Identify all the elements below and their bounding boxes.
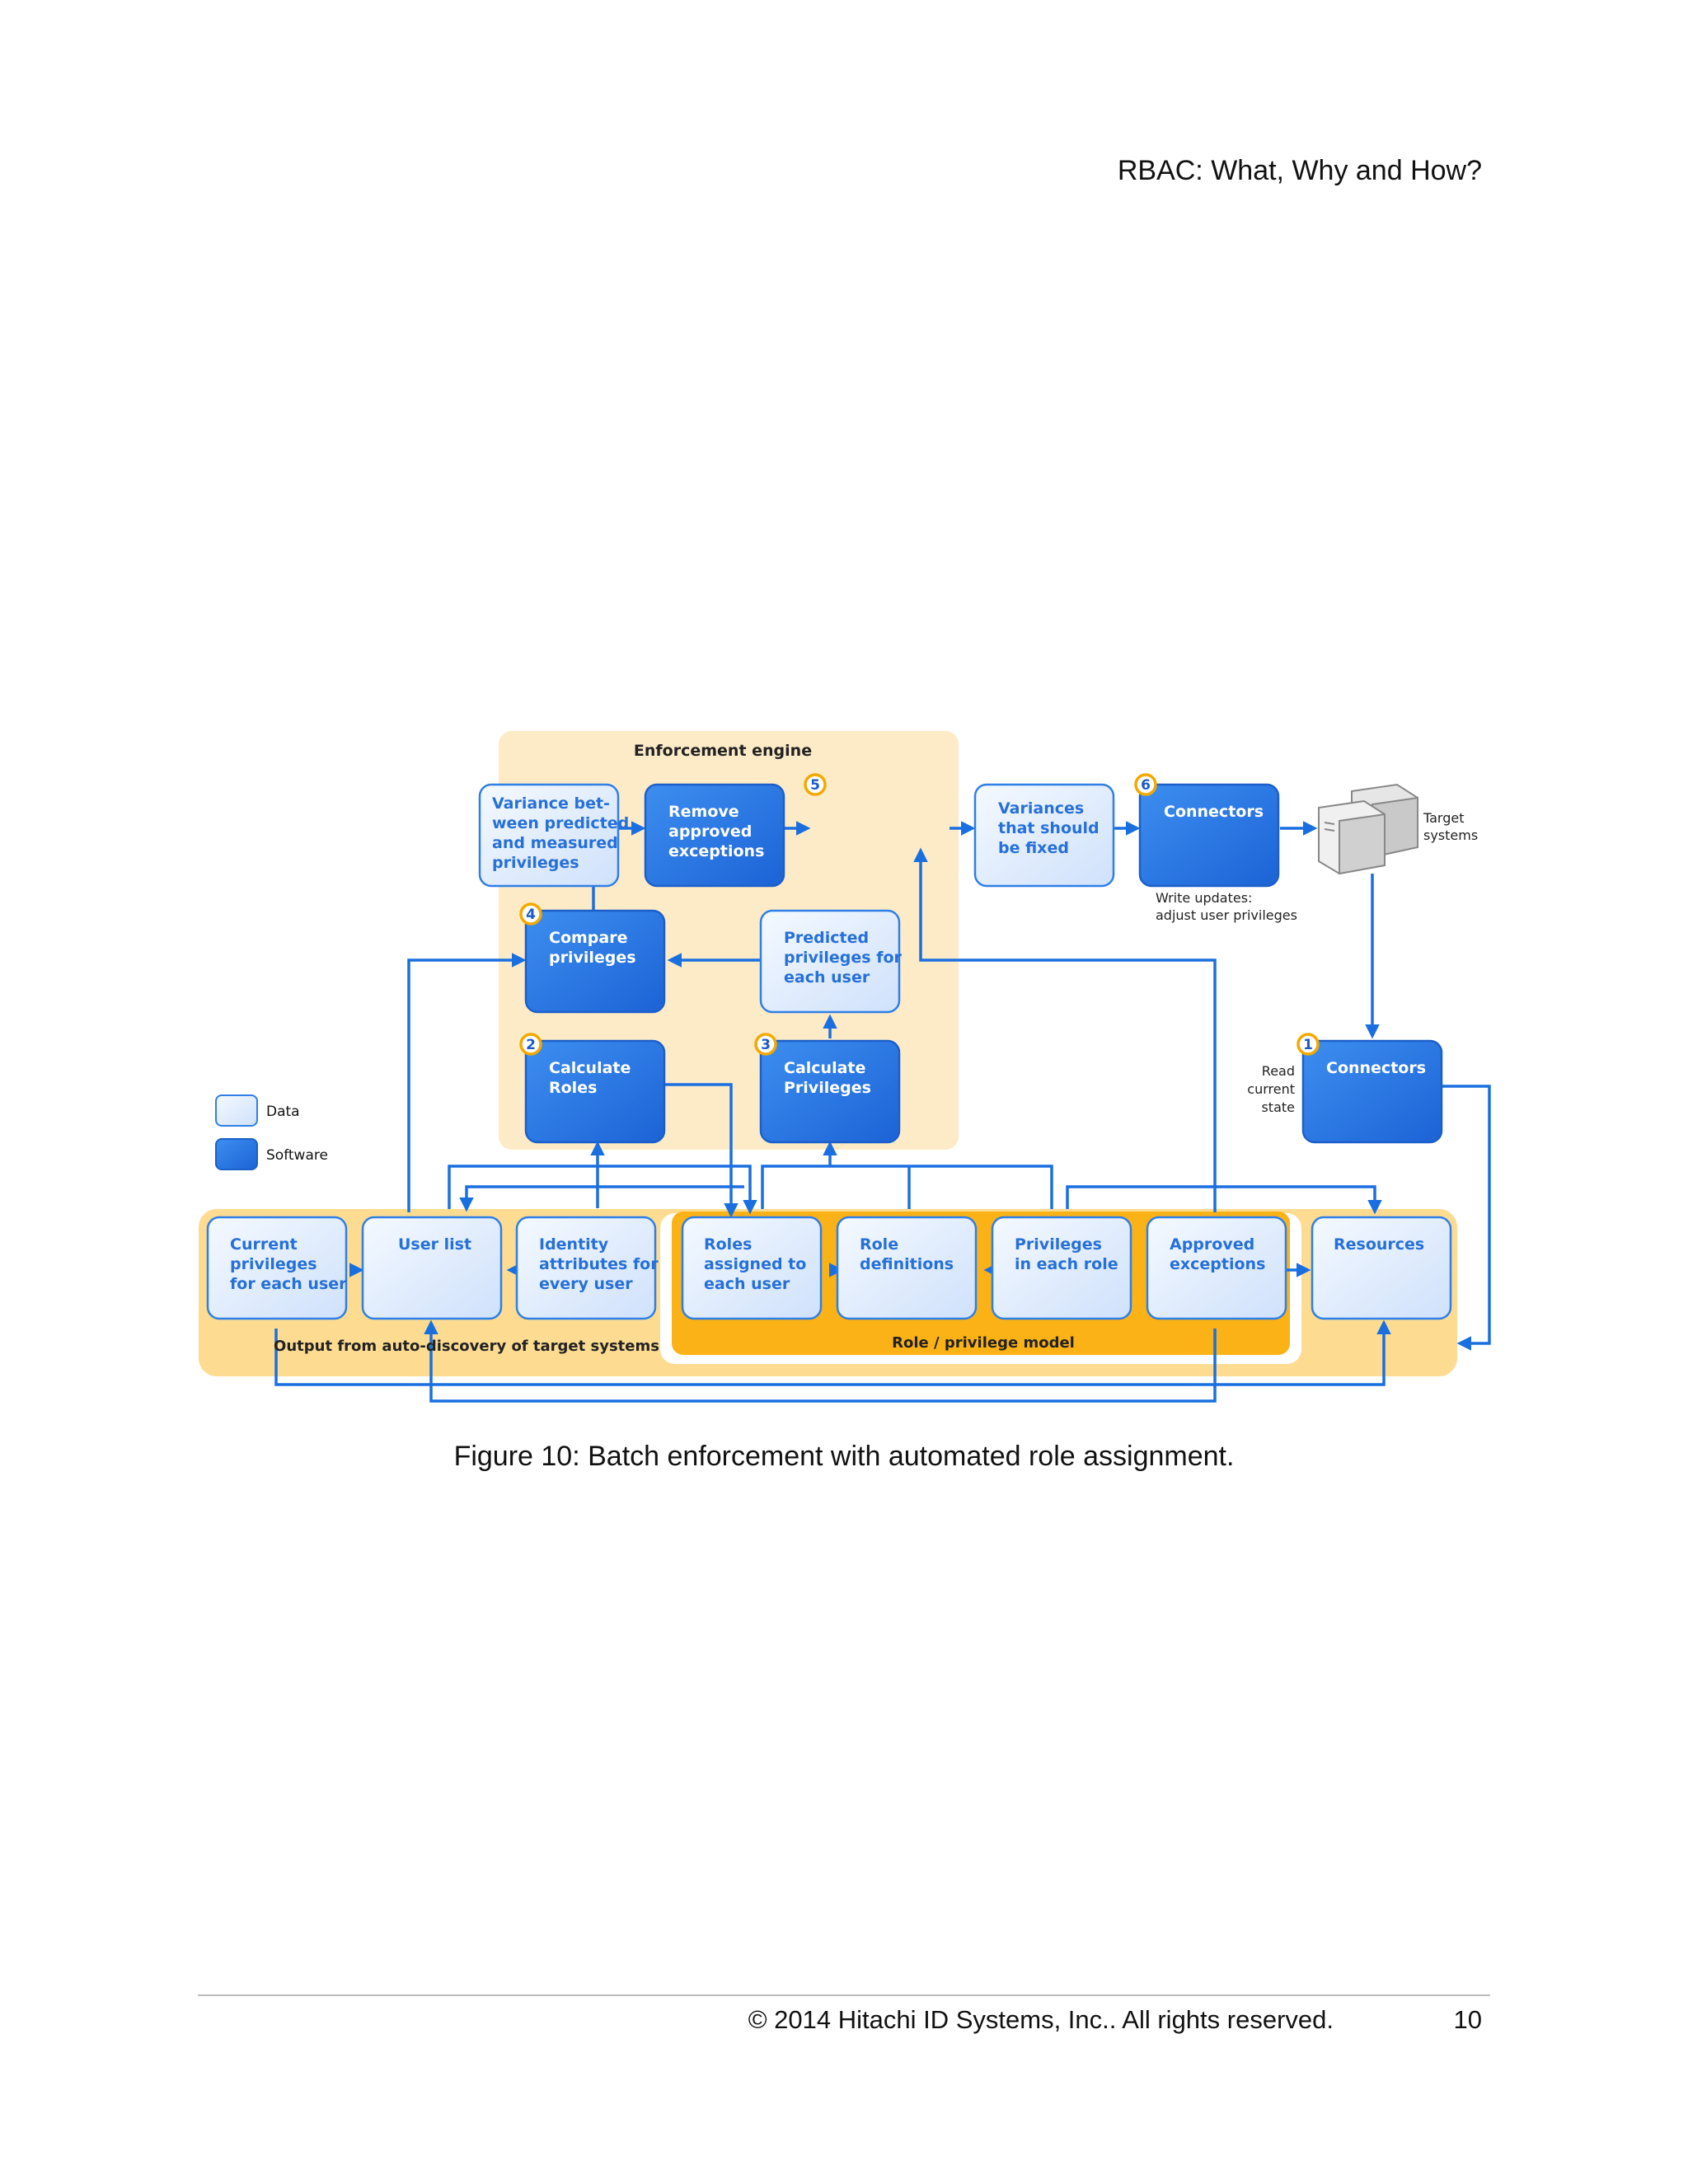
svg-text:5: 5	[810, 777, 820, 794]
step-badges: 4 5 6 2 3 1	[519, 773, 1320, 1056]
write-updates-label: Write updates: adjust user privileges	[1156, 890, 1297, 923]
step-badge-2: 2	[519, 1033, 542, 1056]
box-variance-bet-ween	[478, 783, 620, 888]
box-roles-assigned	[681, 1216, 823, 1320]
legend-data-swatch	[215, 1094, 258, 1127]
svg-text:3: 3	[761, 1037, 771, 1053]
legend-software-label: Software	[266, 1147, 328, 1164]
box-role-definitions	[836, 1216, 978, 1320]
svg-text:systems: systems	[1423, 827, 1478, 843]
role-model-region	[672, 1212, 1290, 1355]
box-identity-attributes	[515, 1216, 657, 1320]
box-approved-exceptions	[1146, 1216, 1287, 1320]
label-identity-attributes: Identity attributes for every user	[539, 1235, 663, 1293]
svg-text:Write updates:: Write updates:	[1156, 890, 1252, 906]
label-variances-to-fix: Variances that should be fixed	[998, 799, 1104, 857]
label-remove-approved-exceptions: Remove approved exceptions	[668, 803, 764, 860]
label-current-privileges: Current privileges for each user	[230, 1235, 347, 1293]
svg-text:4: 4	[526, 907, 536, 923]
label-approved-exceptions: Approved exceptions	[1170, 1235, 1265, 1273]
role-model-title: Role / privilege model	[892, 1334, 1075, 1352]
box-resources	[1311, 1216, 1452, 1320]
label-user-list: User list	[398, 1235, 471, 1254]
step-badge-1: 1	[1296, 1033, 1320, 1056]
box-current-privileges	[206, 1216, 348, 1320]
svg-text:current: current	[1247, 1081, 1295, 1097]
box-connectors-read	[1301, 1039, 1443, 1144]
footer-copyright: © 2014 Hitachi ID Systems, Inc.. All rig…	[748, 2005, 1334, 2034]
box-variances-to-fix	[973, 783, 1115, 888]
legend-data-label: Data	[266, 1104, 300, 1120]
page-header-title: RBAC: What, Why and How?	[1117, 155, 1482, 186]
step-badge-6: 6	[1134, 773, 1157, 796]
svg-text:6: 6	[1141, 777, 1151, 794]
box-remove-approved-exceptions	[644, 783, 785, 888]
footer-divider	[198, 1994, 1490, 1996]
box-compare-privileges	[524, 909, 666, 1014]
software-boxes	[524, 783, 1443, 1144]
svg-text:adjust user privileges: adjust user privileges	[1156, 907, 1297, 923]
label-variance: Variance bet- ween predicted and measure…	[492, 794, 635, 872]
label-role-definitions: Role definitions	[860, 1235, 954, 1273]
svg-text:1: 1	[1303, 1037, 1313, 1053]
data-box-texts: Variance bet- ween predicted and measure…	[230, 794, 1424, 1293]
legend-software-swatch	[215, 1138, 258, 1170]
label-predicted-privileges: Predicted privileges for each user	[784, 929, 907, 987]
enforcement-engine-title: Enforcement engine	[634, 742, 812, 760]
page-number: 10	[1453, 2005, 1482, 2034]
server-icon	[1318, 783, 1418, 875]
label-resources: Resources	[1334, 1235, 1424, 1254]
box-calculate-privileges	[759, 1039, 901, 1144]
svg-text:Target: Target	[1423, 810, 1465, 826]
target-systems-label: Target systems	[1423, 810, 1478, 843]
step-badge-5: 5	[804, 773, 827, 796]
figure-caption: Figure 10: Batch enforcement with automa…	[453, 1441, 1235, 1472]
svg-text:state: state	[1261, 1099, 1295, 1115]
label-calculate-privileges: Calculate Privileges	[784, 1059, 871, 1097]
box-calculate-roles	[524, 1039, 666, 1144]
box-privileges-in-role	[991, 1216, 1132, 1320]
box-predicted-privileges	[759, 909, 901, 1014]
svg-text:2: 2	[526, 1037, 536, 1053]
svg-text:Read: Read	[1262, 1063, 1295, 1079]
step-badge-4: 4	[519, 902, 542, 926]
label-compare-privileges: Compare privileges	[549, 929, 636, 967]
legend: Data Software	[215, 1094, 328, 1170]
read-current-state-label: Read current state	[1247, 1063, 1295, 1115]
batch-enforcement-diagram: Data Software 4 5 6 2 3	[199, 731, 1491, 1403]
box-user-list	[361, 1216, 503, 1320]
data-boxes	[206, 783, 1452, 1320]
label-privileges-in-role: Privileges in each role	[1015, 1235, 1118, 1273]
discovery-title: Output from auto-discovery of target sys…	[274, 1338, 659, 1355]
software-box-texts: Remove approved exceptions Connectors Co…	[549, 803, 1426, 1097]
label-connectors-write: Connectors	[1164, 803, 1264, 821]
label-roles-assigned: Roles assigned to each user	[704, 1235, 812, 1293]
label-connectors-read: Connectors	[1326, 1059, 1426, 1077]
box-connectors-write	[1138, 783, 1280, 888]
label-calculate-roles: Calculate Roles	[549, 1059, 636, 1097]
step-badge-3: 3	[754, 1033, 777, 1056]
